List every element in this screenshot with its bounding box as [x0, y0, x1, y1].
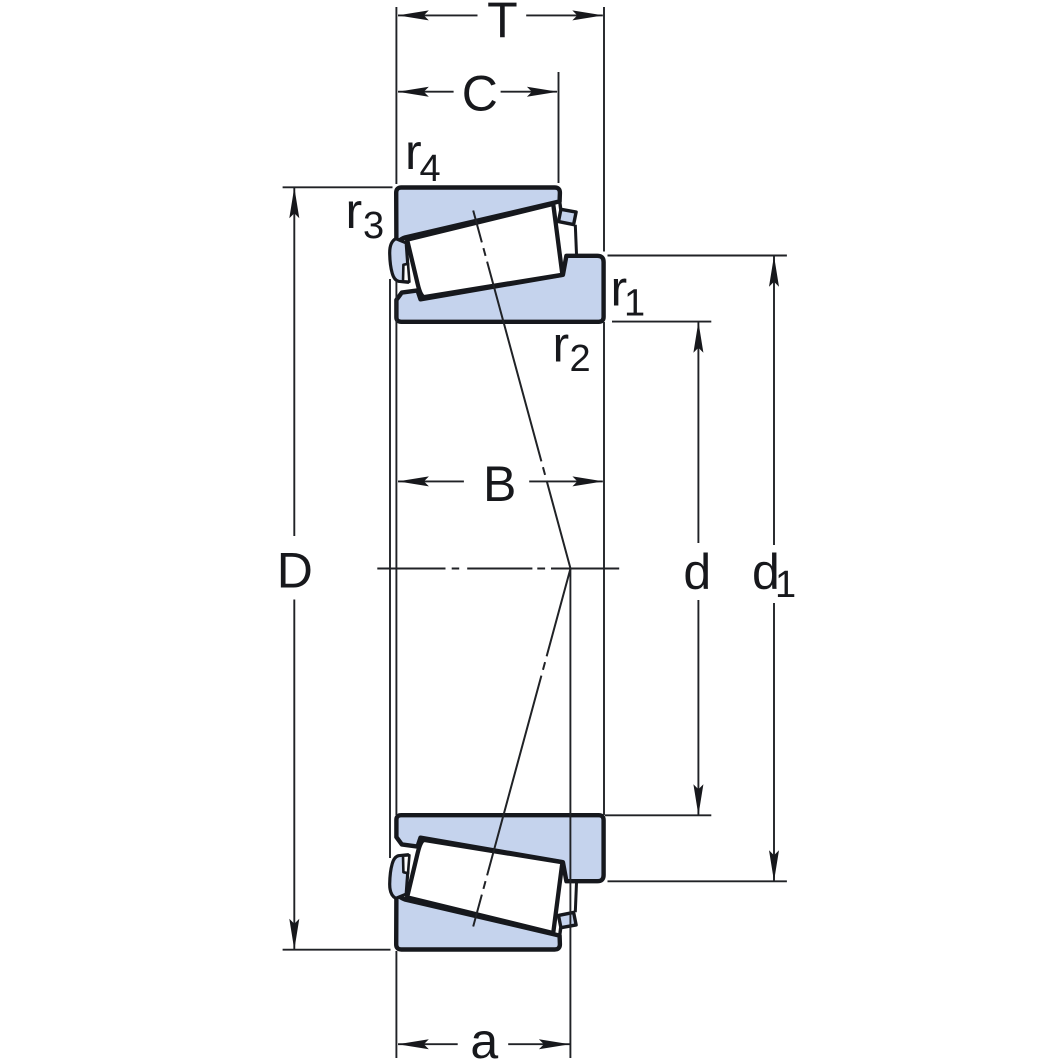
svg-text:a: a [470, 1013, 498, 1064]
svg-text:d1: d1 [752, 544, 796, 606]
svg-text:B: B [483, 456, 516, 512]
svg-text:d: d [683, 544, 711, 600]
svg-text:T: T [487, 0, 518, 48]
svg-text:D: D [277, 542, 313, 598]
svg-text:C: C [462, 66, 498, 122]
